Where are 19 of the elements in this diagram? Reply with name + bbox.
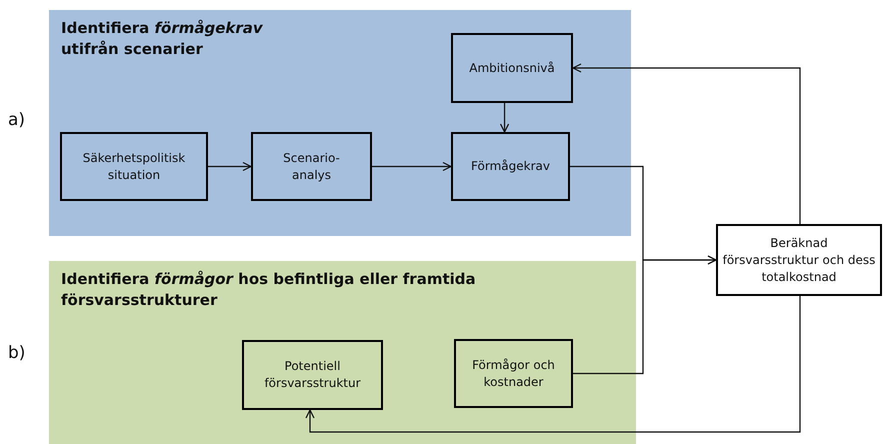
flow-band: [49, 261, 636, 444]
arrow: [305, 296, 801, 433]
arrow: [372, 162, 452, 172]
arrow: [573, 255, 717, 374]
arrow: [500, 103, 510, 133]
process-box: Potentiell försvarsstruktur: [242, 340, 383, 410]
section-heading: Identifiera förmågekrav utifrån scenarier: [61, 18, 264, 60]
panel-label: a): [8, 110, 26, 130]
process-box: Scenario-analys: [251, 132, 372, 201]
panel-label: b): [8, 343, 26, 363]
section-heading: Identifiera förmågor hos befintliga eller framtida försvarsstrukturer: [61, 269, 477, 311]
arrow: [572, 63, 801, 224]
arrow: [208, 162, 252, 172]
process-box: Förmågekrav: [451, 132, 570, 201]
process-box: Beräknad försvarsstruktur och dess totalkostnad: [716, 224, 882, 296]
process-box: Ambitionsnivå: [451, 33, 573, 103]
process-box: Säkerhetspolitisk situation: [60, 132, 208, 201]
flow-band: [49, 10, 631, 236]
process-box: Förmågor och kostnader: [454, 339, 573, 408]
